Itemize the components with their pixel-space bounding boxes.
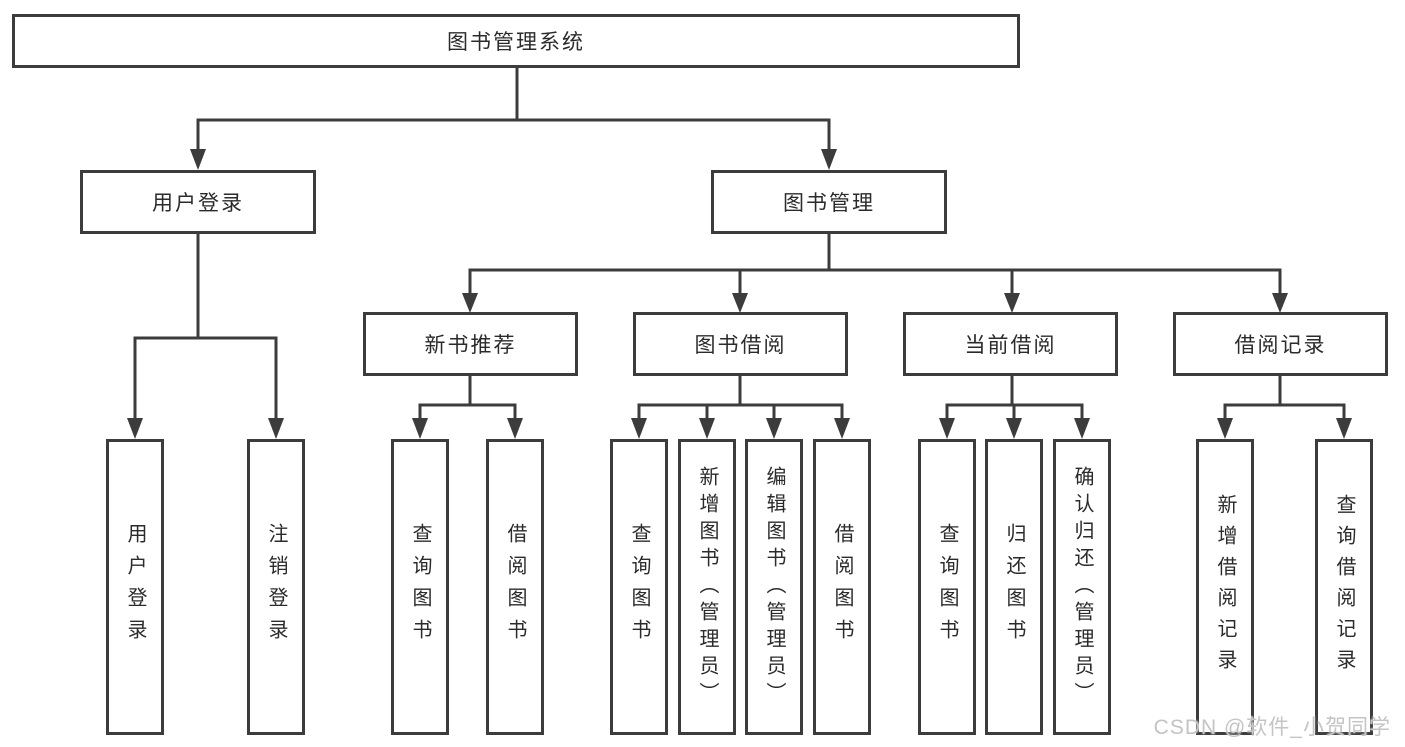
- leaf-edit-book-admin: 编辑图书（管理员）: [745, 439, 803, 735]
- leaf-confirm-return-admin: 确认归还（管理员）: [1053, 439, 1111, 735]
- node-book-management-label: 图书管理: [783, 192, 875, 215]
- leaf-add-book-admin: 新增图书（管理员）: [678, 439, 736, 735]
- node-user-login: 用户登录: [80, 170, 316, 234]
- leaf-add-book-admin-label: 新增图书（管理员）: [696, 465, 718, 709]
- leaf-query-books-current: 查询图书: [918, 439, 976, 735]
- node-new-book-recommend-label: 新书推荐: [424, 334, 517, 357]
- node-current-borrow-label: 当前借阅: [964, 334, 1057, 357]
- leaf-query-books-borrow: 查询图书: [610, 439, 668, 735]
- leaf-edit-book-admin-label: 编辑图书（管理员）: [763, 465, 785, 709]
- node-root-label: 图书管理系统: [447, 31, 585, 54]
- node-borrow-records: 借阅记录: [1173, 312, 1388, 376]
- leaf-borrow-books-recommend: 借阅图书: [486, 439, 544, 735]
- node-new-book-recommend: 新书推荐: [363, 312, 578, 376]
- leaf-user-login: 用户登录: [106, 439, 164, 735]
- leaf-query-borrow-record-label: 查询借阅记录: [1333, 494, 1355, 680]
- leaf-borrow-books: 借阅图书: [813, 439, 871, 735]
- leaf-logout-label: 注销登录: [265, 523, 287, 651]
- leaf-query-books-borrow-label: 查询图书: [628, 523, 650, 651]
- arrowheads: [127, 149, 1352, 439]
- leaf-return-book-label: 归还图书: [1003, 523, 1025, 651]
- node-book-borrow: 图书借阅: [633, 312, 848, 376]
- leaf-confirm-return-admin-label: 确认归还（管理员）: [1071, 465, 1093, 709]
- node-book-management: 图书管理: [711, 170, 947, 234]
- leaf-user-login-label: 用户登录: [124, 523, 146, 651]
- node-root: 图书管理系统: [12, 14, 1020, 68]
- leaf-borrow-books-recommend-label: 借阅图书: [504, 523, 526, 651]
- node-current-borrow: 当前借阅: [903, 312, 1118, 376]
- leaf-query-books-current-label: 查询图书: [936, 523, 958, 651]
- leaf-query-books-recommend-label: 查询图书: [409, 523, 431, 651]
- leaf-query-books-recommend: 查询图书: [391, 439, 449, 735]
- leaf-add-borrow-record-label: 新增借阅记录: [1214, 494, 1236, 680]
- leaf-logout: 注销登录: [247, 439, 305, 735]
- csdn-watermark: CSDN @软件_小贺同学: [1153, 716, 1391, 739]
- leaf-add-borrow-record: 新增借阅记录: [1196, 439, 1254, 735]
- node-book-borrow-label: 图书借阅: [694, 334, 787, 357]
- leaf-return-book: 归还图书: [985, 439, 1043, 735]
- node-borrow-records-label: 借阅记录: [1234, 334, 1327, 357]
- leaf-query-borrow-record: 查询借阅记录: [1315, 439, 1373, 735]
- leaf-borrow-books-label: 借阅图书: [831, 523, 853, 651]
- node-user-login-label: 用户登录: [152, 192, 244, 215]
